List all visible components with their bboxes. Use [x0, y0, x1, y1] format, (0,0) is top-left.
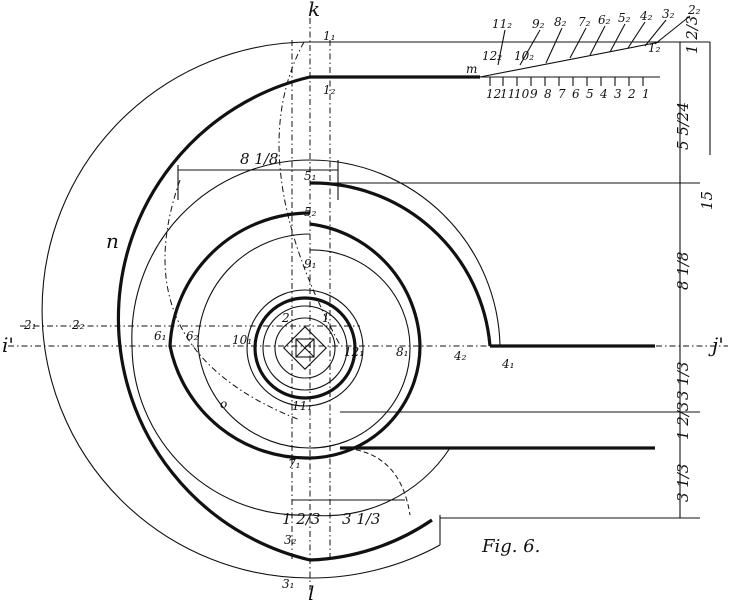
label-o: o — [220, 397, 227, 411]
point-6-1: 6₁ — [154, 329, 166, 343]
dim-15: 15 — [698, 191, 716, 210]
point-1: 1 — [322, 311, 330, 325]
dim-1-2-3-right-top: 1 2/3 — [683, 16, 701, 54]
point-2-1: 2₁ — [23, 318, 36, 332]
scale-bottom-12: 12 — [486, 87, 501, 101]
hub-outer-ring — [246, 289, 364, 407]
point-11-1: 11₁ — [292, 399, 312, 413]
scale-top-2-2: 2₂ — [687, 3, 701, 17]
hub-ring-inner — [262, 305, 348, 391]
hub-bore — [274, 317, 336, 379]
point-12-1: 12₁ — [344, 345, 364, 359]
dim-8-1-8-top: 8 1/8 — [240, 150, 278, 168]
hub-square-key — [283, 326, 327, 370]
dim-3-1-3-bottom: 3 1/3 — [342, 510, 380, 528]
scale-top-7-2: 7₂ — [578, 15, 591, 29]
leader-5 — [609, 23, 626, 53]
point-2-2: 2₂ — [71, 318, 85, 332]
hub-diag-2 — [295, 338, 315, 358]
point-4-1: 4₁ — [501, 357, 514, 371]
scale-top-6-2: 6₂ — [598, 13, 611, 27]
scale-top-4-2: 4₂ — [639, 9, 653, 23]
scale-bottom-7: 7 — [558, 87, 566, 101]
point-8-1: 8₁ — [396, 345, 408, 359]
scale-top-9-2: 9₂ — [532, 17, 545, 31]
scale-bottom-10: 10 — [514, 87, 530, 101]
scale-top-11-2: 11₂ — [492, 17, 512, 31]
label-m: m — [466, 62, 477, 76]
label-k: k — [308, 0, 320, 21]
hub-square-inner — [295, 338, 315, 358]
outer-spiral-edge — [41, 41, 441, 579]
leader-9 — [519, 29, 541, 66]
scale-bottom-4: 4 — [599, 87, 608, 101]
point-2: 2 — [281, 311, 290, 325]
figure-caption: Fig. 6. — [481, 536, 540, 557]
point-5-1: 5₁ — [304, 169, 316, 183]
scale-top-12-2: 12₂ — [482, 49, 502, 63]
point-3-1: 3₁ — [282, 577, 294, 591]
point-1-1: 1₁ — [323, 29, 335, 43]
point-1-2: 1₂ — [323, 83, 336, 97]
hub-ring-thick — [253, 296, 357, 400]
leader-11 — [497, 29, 506, 66]
scale-diagonal — [479, 41, 661, 78]
dim-1-2-3-right-mid: 1 2/3 — [674, 402, 692, 440]
label-l: l — [308, 581, 314, 605]
scale-bottom-11: 11 — [500, 87, 515, 101]
point-10-1: 10₁ — [232, 333, 252, 347]
point-7-1: 7₁ — [288, 457, 300, 471]
dim-3-1-3-right-upper: 3 1/3 — [674, 362, 692, 400]
scale-top-1-2: 1₂ — [648, 41, 661, 55]
leader-4 — [627, 21, 646, 49]
label-i-prime: i' — [2, 333, 14, 357]
inner-spiral-thin — [197, 233, 411, 449]
scale-top-8-2: 8₂ — [554, 15, 567, 29]
point-9-1: 9₁ — [304, 257, 316, 271]
leader-8 — [545, 27, 563, 64]
construction-arc-left — [164, 179, 301, 421]
dim-3-1-3-right-lower: 3 1/3 — [674, 464, 692, 502]
scale-bottom-9: 9 — [530, 87, 538, 101]
scale-bottom-8: 8 — [544, 87, 552, 101]
point-5-2: 5₂ — [304, 205, 317, 219]
second-turn-outer — [131, 159, 501, 517]
label-j-prime: j' — [708, 333, 724, 357]
construction-arc-lower — [339, 447, 411, 516]
leader-7 — [569, 27, 587, 59]
scale-top-5-2: 5₂ — [618, 11, 631, 25]
construction-arc-upper — [278, 41, 341, 346]
leader-3 — [644, 19, 667, 47]
point-3-2: 3₂ — [284, 533, 297, 547]
point-6-2: 6₂ — [186, 329, 199, 343]
scale-bottom-6: 6 — [572, 87, 580, 101]
dim-8-1-8-right: 8 1/8 — [674, 252, 692, 290]
second-turn-thick-top — [309, 181, 492, 347]
leader-6 — [589, 25, 606, 56]
scale-bottom-2: 2 — [627, 87, 636, 101]
thick-outer-spiral — [116, 75, 433, 562]
scale-bottom-5: 5 — [586, 87, 594, 101]
point-4-2: 4₂ — [453, 349, 467, 363]
scale-top-3-2: 3₂ — [662, 7, 675, 21]
inner-spiral-thick — [168, 211, 422, 460]
leader-2 — [654, 15, 691, 45]
dim-1-2-3-bottom: 1 2/3 — [282, 510, 320, 528]
scale-top-10-2: 10₂ — [514, 49, 534, 63]
label-n: n — [106, 229, 119, 253]
scale-bottom-1: 1 — [642, 87, 650, 101]
dim-5-5-24: 5 5/24 — [674, 102, 692, 150]
scale-bottom-3: 3 — [614, 87, 622, 101]
